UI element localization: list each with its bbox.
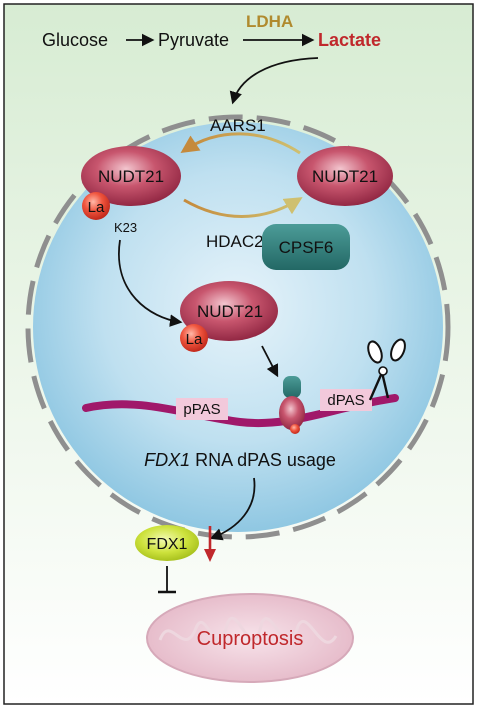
ppas-site: [176, 398, 228, 420]
k23-label: K23: [114, 220, 137, 235]
nudt21-right-label: NUDT21: [312, 167, 378, 186]
lactate-label: Lactate: [318, 30, 381, 50]
cuproptosis-label: Cuproptosis: [197, 628, 304, 650]
rna-usage-text: RNA dPAS usage: [190, 450, 336, 470]
nuclear-envelope: [25, 114, 451, 540]
cpsf6: [262, 224, 350, 270]
aars1-label: AARS1: [210, 116, 266, 135]
scissors-icon: [367, 338, 406, 401]
lactyl-group-complex: [180, 324, 208, 352]
binding-arrow: [118, 239, 183, 327]
cpsf6-label: CPSF6: [279, 238, 334, 257]
nudt21-complex-label: NUDT21: [197, 302, 263, 321]
cristae: [158, 616, 338, 644]
pyruvate-label: Pyruvate: [158, 30, 229, 50]
fdx1-gene-label: FDX1: [144, 450, 190, 470]
decrease-arrow-icon: [204, 549, 216, 562]
fdx1-protein: [135, 525, 199, 561]
lactylation-arrow: [180, 132, 301, 155]
hdac2-label: HDAC2: [206, 232, 264, 251]
delactylation-arrow: [183, 197, 303, 218]
nudt21-unmodified: [297, 146, 393, 206]
dpas-label: dPAS: [327, 392, 364, 409]
dpas-site: [320, 389, 372, 411]
lactyl-group: [82, 192, 110, 220]
glucose-label: Glucose: [42, 30, 108, 50]
rna-usage-caption: FDX1 RNA dPAS usage: [144, 450, 336, 470]
lactyl-small: [290, 424, 300, 434]
la-label-complex: La: [186, 331, 203, 348]
nudt21-complex: [180, 281, 278, 341]
to-fdx1-arrow: [209, 477, 256, 541]
to-rna-arrow: [261, 345, 279, 378]
fdx1-label: FDX1: [147, 536, 188, 553]
nudt21-left-label: NUDT21: [98, 167, 164, 186]
lactate-entry-arrow: [229, 57, 319, 105]
nudt21-small: [279, 396, 305, 430]
cpsf6-small: [283, 376, 301, 398]
ldha-label: LDHA: [246, 12, 293, 31]
ppas-label: pPAS: [183, 401, 220, 418]
la-label-left: La: [88, 199, 105, 216]
nudt21-lactylated: [81, 146, 181, 206]
